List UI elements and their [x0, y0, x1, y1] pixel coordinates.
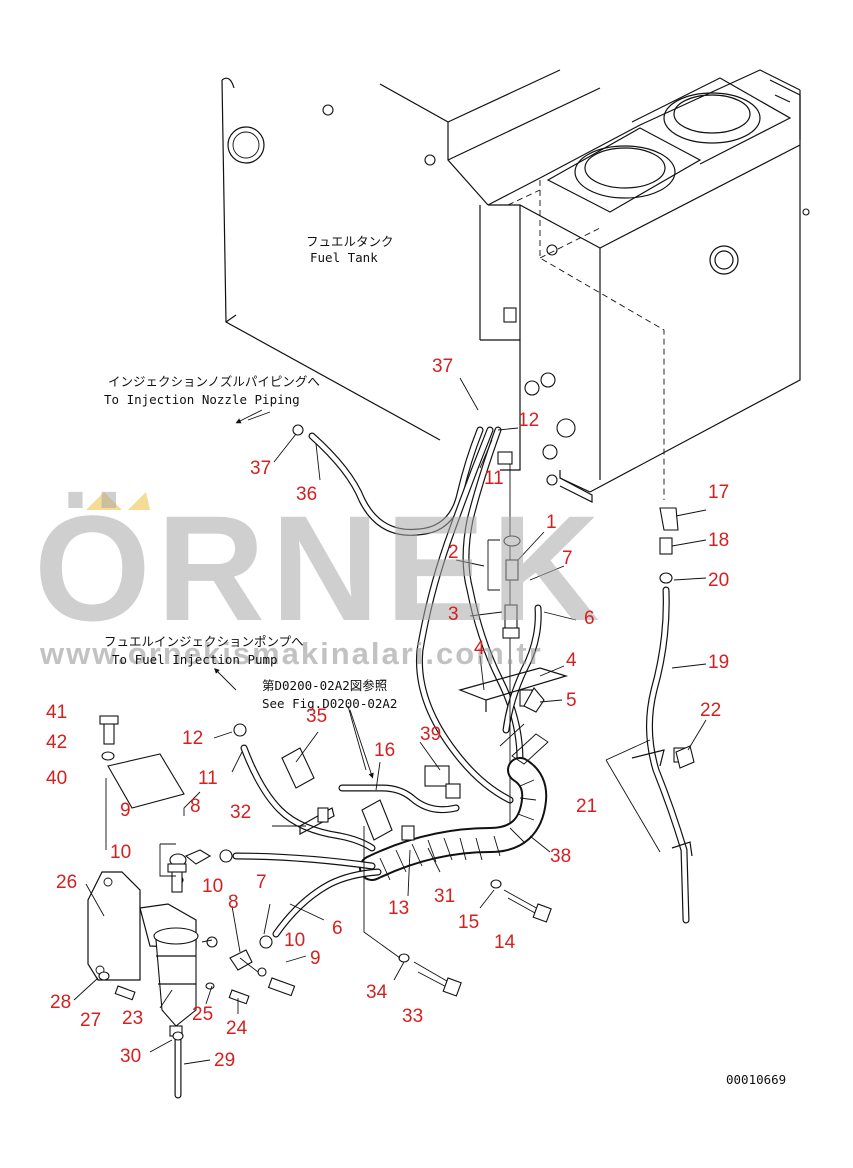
callout-7-left: 7 [256, 872, 267, 893]
callout-28: 28 [50, 992, 71, 1013]
callout-17: 17 [708, 482, 729, 503]
callout-37-left: 37 [250, 458, 271, 479]
watermark-accent-left [86, 492, 122, 510]
callout-39: 39 [420, 724, 441, 745]
callout-29: 29 [214, 1050, 235, 1071]
fuel-tank [221, 69, 810, 503]
ref-caption-en: See Fig.D0200-02A2 [262, 696, 397, 711]
watermark-brand: ÖRNEK [34, 484, 606, 652]
callout-8-bottom: 8 [228, 892, 239, 913]
pump-caption-jp: フュエルインジェクションポンプへ [104, 634, 304, 649]
callout-32: 32 [230, 802, 251, 823]
callout-41: 41 [46, 702, 67, 723]
nozzle-caption-jp: インジェクションノズルパイピングへ [108, 374, 320, 389]
callout-40: 40 [46, 768, 67, 789]
callout-5: 5 [566, 690, 577, 711]
callout-10-right: 10 [284, 930, 305, 951]
callout-26: 26 [56, 872, 77, 893]
callout-7-top: 7 [562, 548, 573, 569]
fuel-tank-caption-jp: フュエルタンク [306, 234, 394, 249]
callout-8-top: 8 [190, 796, 201, 817]
callout-25: 25 [192, 1004, 213, 1025]
callout-11-top: 11 [484, 468, 504, 489]
callout-6-top: 6 [584, 608, 595, 629]
nozzle-caption-en: To Injection Nozzle Piping [104, 392, 300, 407]
callout-9-right: 9 [310, 948, 321, 969]
pump-caption-en: To Fuel Injection Pump [112, 652, 278, 667]
callout-10-left: 10 [110, 842, 131, 863]
callout-19: 19 [708, 652, 729, 673]
callout-11-left: 11 [198, 768, 218, 789]
callout-34: 34 [366, 982, 388, 1003]
callout-37-top: 37 [432, 356, 453, 377]
captions: フュエルタンク Fuel Tank インジェクションノズルパイピングへ To I… [104, 234, 786, 1087]
callout-20: 20 [708, 570, 729, 591]
callout-42: 42 [46, 732, 67, 753]
callout-1: 1 [546, 512, 557, 533]
callout-24: 24 [226, 1018, 248, 1039]
watermark: ÖRNEK www.ornekismakinalari.com.tr [34, 484, 606, 671]
callout-6-bottom: 6 [332, 918, 343, 939]
ref-caption-jp: 第D0200-02A2図参照 [262, 678, 387, 693]
watermark-accent-right [128, 492, 150, 510]
callout-35: 35 [306, 706, 327, 727]
fuel-tank-caption-en: Fuel Tank [310, 250, 378, 265]
callout-38: 38 [550, 846, 571, 867]
callout-12-left: 12 [182, 728, 203, 749]
callout-31: 31 [434, 886, 455, 907]
callout-33: 33 [402, 1006, 423, 1027]
callout-18: 18 [708, 530, 729, 551]
callout-21: 21 [576, 796, 597, 817]
watermark-url: www.ornekismakinalari.com.tr [39, 636, 543, 671]
callout-27: 27 [80, 1010, 101, 1031]
leader-lines [73, 377, 707, 1065]
fuel-lines [232, 426, 693, 938]
callout-16: 16 [374, 740, 395, 761]
callout-4-left: 4 [474, 638, 485, 659]
callout-4-right: 4 [566, 650, 577, 671]
callouts: 37 12 11 36 37 1 2 7 3 6 4 4 5 17 18 20 … [46, 356, 729, 1071]
callout-3: 3 [448, 604, 459, 625]
callout-13: 13 [388, 898, 409, 919]
fuel-filter-assembly [87, 424, 695, 1099]
callout-23: 23 [122, 1008, 143, 1029]
callout-14: 14 [494, 932, 516, 953]
callout-12-top: 12 [518, 410, 539, 431]
callout-10-mid: 10 [202, 876, 223, 897]
callout-30: 30 [120, 1046, 141, 1067]
callout-2: 2 [448, 542, 459, 563]
drawing-number: 00010669 [726, 1072, 786, 1087]
callout-9-left: 9 [120, 800, 131, 821]
callout-15: 15 [458, 912, 479, 933]
callout-22: 22 [700, 700, 721, 721]
callout-36: 36 [296, 484, 317, 505]
